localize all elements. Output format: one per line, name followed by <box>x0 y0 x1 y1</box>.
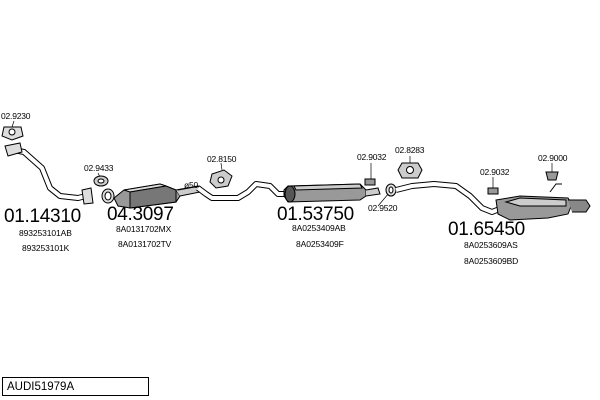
part-code-gasket-front: 02.9230 <box>1 111 31 121</box>
leader-lines <box>11 120 553 207</box>
mount-3-part <box>487 187 499 195</box>
part-code-gasket-mid: 02.8283 <box>395 145 425 155</box>
rear-pipe-part <box>395 181 504 215</box>
ref-front-pipe-1: 893253101AB <box>19 228 72 238</box>
middle-silencer-part <box>283 183 381 203</box>
mount-1-part <box>209 169 233 189</box>
mid-clamp-part <box>385 183 397 197</box>
front-gasket-part <box>1 126 24 141</box>
ref-rear-silencer-1: 8A0253609AS <box>464 240 518 250</box>
ref-middle-silencer-1: 8A0253409AB <box>292 223 346 233</box>
part-code-clamp-front: 02.9433 <box>84 163 114 173</box>
part-code-clamp-mid: 02.9520 <box>368 203 398 213</box>
rear-silencer-part <box>495 183 591 221</box>
part-code-mount-3: 02.9032 <box>480 167 510 177</box>
pipe-diameter-label: ø50 <box>184 180 199 190</box>
catalyst-clamp-part <box>101 188 115 204</box>
ref-catalyst-2: 8A0131702TV <box>118 239 172 249</box>
assembly-number-catalyst: 04.3097 <box>107 204 174 225</box>
part-code-mount-rear: 02.9000 <box>538 153 568 163</box>
assembly-number-rear-silencer: 01.65450 <box>448 219 525 240</box>
front-pipe-part <box>4 142 94 205</box>
assembly-number-middle-silencer: 01.53750 <box>277 204 354 225</box>
assembly-number-front-pipe: 01.14310 <box>4 206 81 227</box>
part-code-mount-2: 02.9032 <box>357 152 387 162</box>
reference-box: AUDI51979A <box>2 377 149 396</box>
mount-2-part <box>364 178 376 186</box>
intermediate-pipe-part <box>177 181 290 201</box>
part-code-mount-1: 02.8150 <box>207 154 237 164</box>
ref-front-pipe-2: 893253101K <box>22 243 70 253</box>
rear-mount-part <box>545 171 559 181</box>
reference-label: AUDI51979A <box>7 381 75 393</box>
ref-catalyst-1: 8A0131702MX <box>116 224 172 234</box>
front-clamp-part <box>93 175 109 187</box>
ref-rear-silencer-2: 8A0253609BD <box>464 256 519 266</box>
mid-gasket-part <box>397 162 423 179</box>
ref-middle-silencer-2: 8A0253409F <box>296 239 344 249</box>
